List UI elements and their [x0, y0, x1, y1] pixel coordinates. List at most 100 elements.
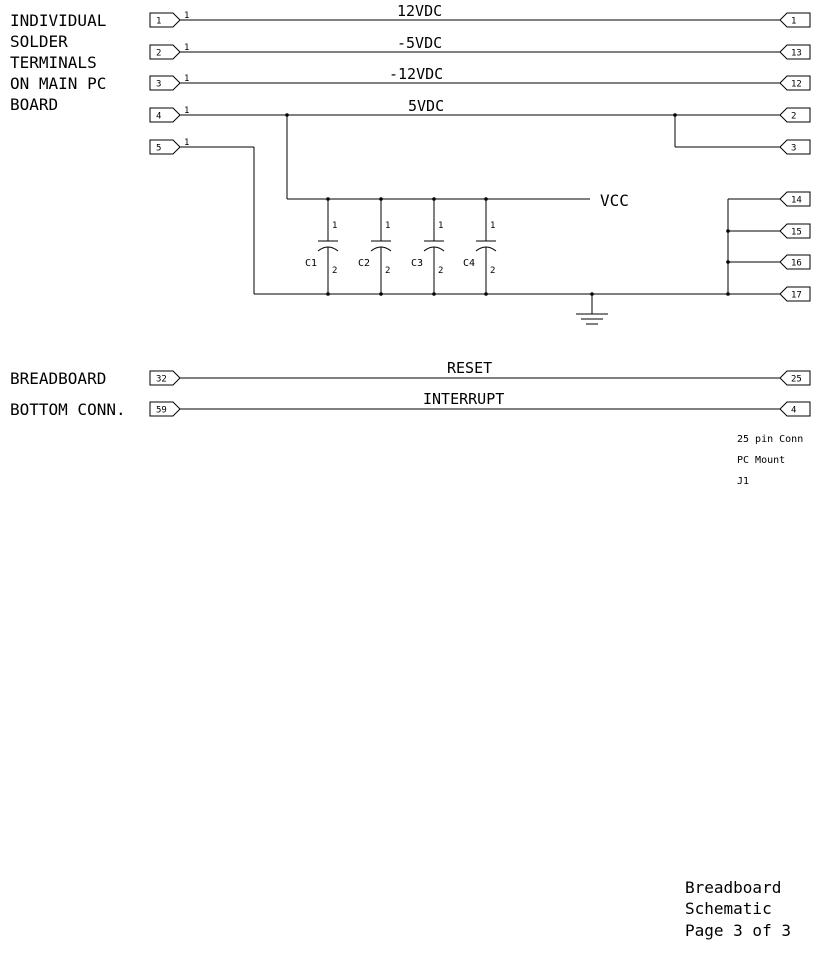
wires	[180, 19, 780, 410]
port-number: 3	[791, 144, 796, 154]
junction-dot	[726, 292, 730, 296]
capacitor: C2 1 2	[358, 199, 392, 294]
net-name: -12VDC	[389, 65, 443, 83]
port-number: 3	[156, 80, 161, 90]
port-number: 4	[791, 406, 796, 416]
cap-pin-2: 2	[438, 266, 443, 276]
right-port: 14	[779, 191, 811, 207]
port-number: 13	[791, 49, 802, 59]
connector-ref: J1	[737, 476, 749, 487]
port-number: 1	[156, 17, 161, 27]
junction-dot	[726, 229, 730, 233]
port-box	[779, 139, 811, 155]
pin-one-marker: 1	[184, 106, 189, 116]
left-port: 3	[149, 75, 181, 91]
cap-ref: C2	[358, 258, 370, 269]
port-box	[779, 401, 811, 417]
title-line-2: Schematic	[685, 899, 772, 918]
label-line-1: INDIVIDUAL	[10, 11, 106, 30]
net-name: -5VDC	[397, 34, 442, 52]
right-port: 15	[779, 223, 811, 239]
cap-ref: C1	[305, 258, 317, 269]
pin-one-marker: 1	[184, 43, 189, 53]
port-number: 1	[791, 17, 796, 27]
port-box	[779, 44, 811, 60]
port-number: 12	[791, 80, 802, 90]
junction-dot	[726, 260, 730, 264]
right-port: 3	[779, 139, 811, 155]
port-box	[779, 107, 811, 123]
port-number: 16	[791, 259, 802, 269]
port-number: 2	[156, 49, 161, 59]
right-port: 1	[779, 12, 811, 28]
port-box	[779, 12, 811, 28]
left-port: 4	[149, 107, 181, 123]
cap-pin-2: 2	[385, 266, 390, 276]
port-box	[149, 12, 181, 28]
cap-ref: C4	[463, 258, 475, 269]
right-port: 12	[779, 75, 811, 91]
port-number: 15	[791, 228, 802, 238]
junction-dot	[673, 113, 677, 117]
left-ports: 1 2 3 4 5 32 59	[149, 12, 181, 417]
port-box	[779, 223, 811, 239]
port-number: 17	[791, 291, 802, 301]
left-port: 5	[149, 139, 181, 155]
right-port: 16	[779, 254, 811, 270]
port-box	[149, 370, 181, 386]
pin-one-marker: 1	[184, 11, 189, 21]
port-number: 2	[791, 112, 796, 122]
right-port: 4	[779, 401, 811, 417]
junction-dots	[285, 113, 730, 296]
cap-pin-2: 2	[490, 266, 495, 276]
net-name: 12VDC	[397, 2, 442, 20]
net-name: RESET	[447, 359, 492, 377]
right-port: 17	[779, 286, 811, 302]
port-box	[149, 107, 181, 123]
port-box	[779, 75, 811, 91]
port-box	[149, 75, 181, 91]
connector-mount: PC Mount	[737, 455, 785, 466]
breadboard-label: BREADBOARD	[10, 369, 106, 388]
connector-type: 25 pin Conn	[737, 434, 803, 445]
left-port: 59	[149, 401, 181, 417]
capacitors: C1 1 2 C2 1 2 C3 1 2 C4 1 2	[305, 199, 497, 294]
net-name: 5VDC	[408, 97, 444, 115]
title-block: Breadboard Schematic Page 3 of 3	[685, 878, 791, 940]
port-box	[779, 191, 811, 207]
port-number: 32	[156, 375, 167, 385]
bottom-conn-label: BOTTOM CONN.	[10, 400, 126, 419]
breadboard-conn-label: BREADBOARD BOTTOM CONN.	[10, 369, 126, 419]
port-box	[149, 44, 181, 60]
port-number: 59	[156, 406, 167, 416]
vcc-label: VCC	[600, 191, 629, 210]
cap-pin-1: 1	[438, 221, 443, 231]
junction-dot	[285, 113, 289, 117]
port-box	[779, 370, 811, 386]
right-ports: 1 13 12 2 3 14 15 16 17 25 4	[779, 12, 811, 417]
label-line-4: ON MAIN PC	[10, 74, 106, 93]
label-line-3: TERMINALS	[10, 53, 97, 72]
cap-pin-1: 1	[490, 221, 495, 231]
right-port: 25	[779, 370, 811, 386]
ground-icon	[576, 294, 608, 325]
cap-pin-1: 1	[332, 221, 337, 231]
port-box	[149, 401, 181, 417]
capacitor: C1 1 2	[305, 199, 339, 294]
pin-one-marker: 1	[184, 74, 189, 84]
port-box	[149, 139, 181, 155]
port-number: 25	[791, 375, 802, 385]
right-port: 2	[779, 107, 811, 123]
port-box	[779, 254, 811, 270]
label-line-5: BOARD	[10, 95, 58, 114]
cap-pin-1: 1	[385, 221, 390, 231]
title-line-3: Page 3 of 3	[685, 921, 791, 940]
solder-terminals-label: INDIVIDUAL SOLDER TERMINALS ON MAIN PC B…	[10, 11, 106, 114]
connector-info: 25 pin Conn PC Mount J1	[737, 434, 803, 487]
pin-one-marker: 1	[184, 138, 189, 148]
port-number: 14	[791, 196, 802, 206]
cap-pin-2: 2	[332, 266, 337, 276]
cap-ref: C3	[411, 258, 423, 269]
